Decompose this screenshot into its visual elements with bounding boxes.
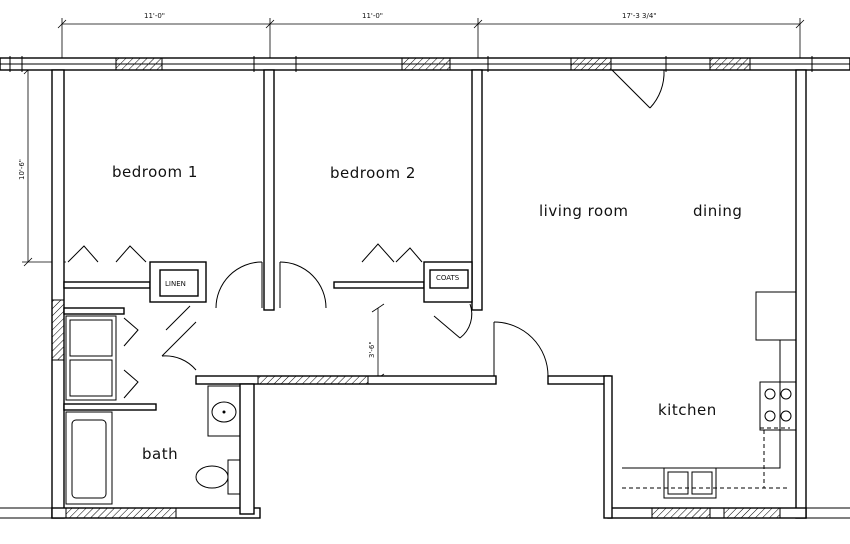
exterior-walls [0,56,850,519]
closet-label-linen: LINEN [165,280,186,288]
fixtures [65,291,797,508]
dimension-lines [22,18,805,383]
room-label-bedroom-2: bedroom 2 [330,164,416,182]
dimension-label-bedroom-depth: 10'-6" [18,159,26,180]
room-label-kitchen: kitchen [658,401,717,419]
room-label-bath: bath [142,445,178,463]
closet-label-coats: COATS [436,274,460,282]
interior-walls [63,69,613,519]
doors [67,69,665,399]
dimension-label-hall-width: 3'-6" [368,341,376,358]
room-label-dining: dining [693,202,742,220]
room-label-living-room: living room [539,202,628,220]
dimension-label-bedroom-1-width: 11'-0" [144,12,165,20]
dimension-label-bedroom-2-width: 11'-0" [362,12,383,20]
dimension-label-living-width: 17'-3 3/4" [622,12,657,20]
room-label-bedroom-1: bedroom 1 [112,163,198,181]
